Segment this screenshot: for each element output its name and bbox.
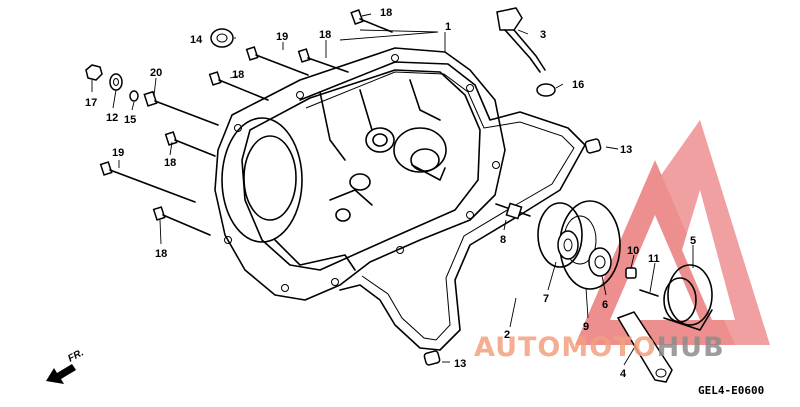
- callout-numbers: 18 1 3 14 19 18 18 20 17 12 15 16 18 13 …: [85, 7, 696, 380]
- bolt-20: [143, 90, 219, 126]
- callout-2: 2: [504, 329, 510, 341]
- bolt-18-upper: [297, 48, 349, 73]
- svg-text:AUTOMOTOHUB: AUTOMOTOHUB: [474, 332, 725, 363]
- bolt-18-mid: [208, 71, 269, 101]
- part-15-oring: [129, 90, 139, 102]
- watermark-brand: AUTOMOTOHUB: [474, 332, 725, 363]
- part-16-oring: [536, 83, 556, 97]
- small-parts-left: [85, 28, 234, 102]
- callout-19-upper: 19: [276, 31, 288, 43]
- callout-5: 5: [690, 235, 696, 247]
- callout-14: 14: [190, 34, 203, 46]
- part-17-nut: [85, 64, 103, 81]
- callout-4: 4: [620, 368, 627, 380]
- callout-10: 10: [627, 245, 639, 257]
- callout-18-upper: 18: [319, 29, 331, 41]
- callout-9: 9: [583, 321, 589, 333]
- callout-17: 17: [85, 97, 97, 109]
- callout-18-left: 18: [164, 157, 176, 169]
- bolt-18-top: [350, 9, 393, 33]
- callout-19-lower: 19: [112, 147, 124, 159]
- brand-left: AUTOMO: [474, 332, 613, 363]
- bolt-19-lower: [99, 161, 196, 203]
- callout-12: 12: [106, 112, 118, 124]
- diagram-code: GEL4-E0600: [698, 384, 764, 397]
- cover-gasket: [299, 61, 586, 351]
- brand-mid: TO: [613, 332, 656, 363]
- callout-1: 1: [445, 21, 451, 33]
- callout-3: 3: [540, 29, 546, 41]
- part-14-bearing: [210, 28, 234, 48]
- dowel-pins: [423, 138, 602, 366]
- callout-13-upper: 13: [620, 144, 632, 156]
- callout-18-top: 18: [380, 7, 392, 19]
- direction-label: FR.: [66, 347, 85, 364]
- oil-filler-cap: [496, 7, 556, 97]
- callout-16: 16: [572, 79, 584, 91]
- part-4-drive-arm: [616, 311, 673, 383]
- brand-right: HUB: [657, 332, 725, 363]
- watermark-logo: [575, 120, 770, 345]
- callout-6: 6: [602, 299, 608, 311]
- callout-11: 11: [648, 253, 660, 265]
- part-6-rotor: [588, 247, 612, 277]
- callout-15: 15: [124, 114, 136, 126]
- callout-7: 7: [543, 293, 549, 305]
- callout-18-mid: 18: [232, 69, 244, 81]
- leader-lines: [91, 13, 694, 366]
- part-5-pump-cover: [667, 264, 713, 326]
- bolt-18-left: [164, 131, 216, 157]
- bolt-19-upper: [245, 46, 309, 76]
- bolt-group: [99, 9, 393, 236]
- right-crankcase-cover: [214, 47, 506, 301]
- part-7-rotor: [557, 230, 579, 260]
- part-12-washer: [109, 73, 123, 91]
- oil-pump-assembly: [495, 200, 713, 383]
- callout-20: 20: [150, 67, 162, 79]
- callout-8: 8: [500, 234, 506, 246]
- front-direction-arrow: FR.: [46, 347, 86, 384]
- callout-18-bottom: 18: [155, 248, 167, 260]
- callout-13-lower: 13: [454, 358, 466, 370]
- bolt-18-bottom: [152, 206, 211, 236]
- pump-body: [537, 202, 583, 268]
